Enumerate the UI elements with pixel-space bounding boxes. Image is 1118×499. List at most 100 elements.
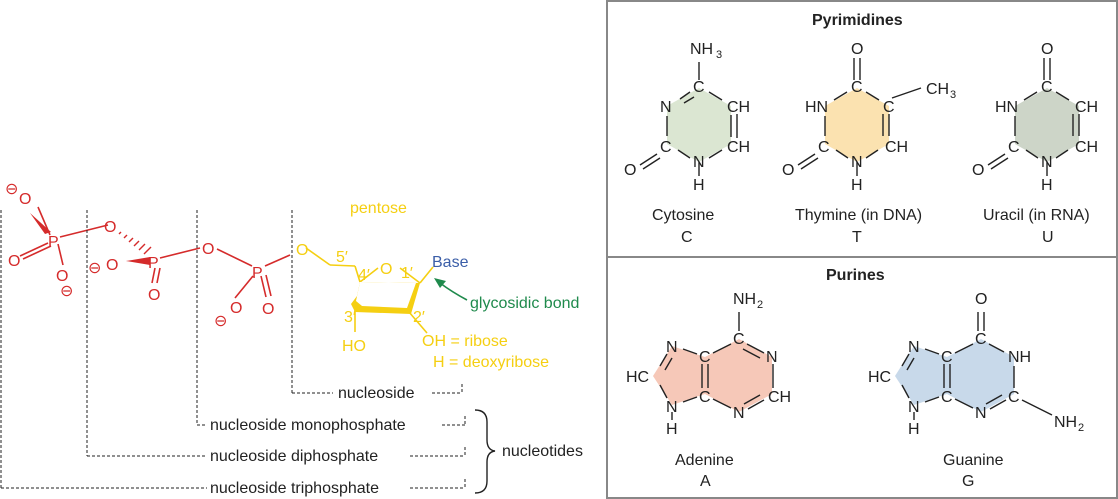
adenine-n7: N	[666, 339, 678, 356]
adenine-n3: N	[733, 405, 745, 422]
nucleoside-diphosphate-label: nucleoside diphosphate	[210, 448, 378, 465]
glycosidic-bond-label: glycosidic bond	[470, 295, 579, 312]
adenine-c6: C	[733, 331, 745, 348]
nucleotides-brace	[474, 409, 496, 494]
cytosine-structure: NH 3 C N CH CH C O N H Cytosine C	[624, 41, 750, 246]
thymine-ring-fill	[825, 88, 889, 162]
phosphorus-3: P	[252, 265, 263, 282]
carbon-3-prime: 3′	[344, 309, 356, 326]
carbon-5-prime: 5′	[336, 249, 348, 266]
phosphate-chain: ⊖ O P O O ⊖ O ⊖ O P O O P O ⊖ O	[5, 181, 291, 330]
base-label: Base	[432, 254, 469, 271]
adenine-letter: A	[700, 473, 711, 490]
guanine-n9: N	[908, 399, 920, 416]
oxygen-1: O	[19, 191, 31, 208]
carbon-4-prime: 4′	[358, 267, 370, 284]
cytosine-letter: C	[681, 229, 693, 246]
pyrimidines-title: Pyrimidines	[812, 12, 903, 29]
thymine-c6: CH	[885, 139, 908, 156]
uracil-n1: N	[1041, 154, 1053, 171]
cytosine-amine-sub: 3	[716, 49, 722, 61]
thymine-c5: C	[883, 99, 895, 116]
guanine-o6: O	[975, 291, 987, 308]
guanine-c8: HC	[868, 369, 891, 386]
guanine-c2: C	[1008, 389, 1020, 406]
cytosine-n1: N	[693, 154, 705, 171]
nucleoside-monophosphate-label: nucleoside monophosphate	[210, 417, 406, 434]
uracil-c5: CH	[1075, 99, 1098, 116]
guanine-c6: C	[975, 331, 987, 348]
adenine-h: H	[666, 421, 678, 438]
adenine-pyrimidine-fill	[705, 339, 772, 412]
oxygen-4: O	[104, 219, 116, 236]
guanine-n1: NH	[1008, 349, 1031, 366]
oxygen-3: O	[56, 268, 68, 285]
cytosine-c4: C	[693, 79, 705, 96]
uracil-o2: O	[972, 162, 984, 179]
carbon-2-prime: 2′	[413, 309, 425, 326]
uracil-ring-fill	[1015, 88, 1079, 162]
cytosine-n3: N	[660, 99, 672, 116]
cytosine-c2: C	[660, 139, 672, 156]
adenine-c5: C	[699, 349, 711, 366]
thymine-name: Thymine (in DNA)	[795, 207, 922, 224]
cytosine-c5: CH	[727, 99, 750, 116]
uracil-n3: HN	[995, 99, 1018, 116]
thymine-methyl-sub: 3	[950, 89, 956, 101]
oxygen-2: O	[8, 253, 20, 270]
adenine-amine-sub: 2	[757, 299, 763, 311]
adenine-n9: N	[666, 399, 678, 416]
adenine-c8: HC	[626, 369, 649, 386]
guanine-c4: C	[941, 389, 953, 406]
uracil-c4: C	[1041, 79, 1053, 96]
guanine-pyrimidine-fill	[947, 339, 1014, 412]
oxygen-7: O	[202, 241, 214, 258]
thymine-methyl: CH	[926, 81, 949, 98]
uracil-o4: O	[1041, 41, 1053, 58]
oxygen-6: O	[148, 287, 160, 304]
phosphorus-2: P	[148, 255, 159, 272]
nucleoside-triphosphate-label: nucleoside triphosphate	[210, 480, 379, 497]
cytosine-amine: NH	[690, 41, 713, 58]
thymine-letter: T	[852, 229, 862, 246]
pentose-sugar: pentose O 5′ O 4′ 1′ 3′ 2′ HO OH = ribos…	[296, 200, 579, 371]
thymine-c4: C	[851, 79, 863, 96]
uracil-c6: CH	[1075, 139, 1098, 156]
minus-charge-1: ⊖	[5, 181, 18, 198]
cytosine-o2: O	[624, 162, 636, 179]
cytosine-c6: CH	[727, 139, 750, 156]
uracil-letter: U	[1042, 229, 1054, 246]
guanine-structure: O C NH C NH 2 N C C N HC N H Guanine G	[868, 291, 1084, 490]
purines-title: Purines	[826, 267, 885, 284]
guanine-c5: C	[941, 349, 953, 366]
uracil-h: H	[1041, 177, 1053, 194]
uracil-name: Uracil (in RNA)	[983, 207, 1090, 224]
cytosine-name: Cytosine	[652, 207, 714, 224]
hydroxyl-3-label: HO	[342, 338, 366, 355]
pentose-label: pentose	[350, 200, 407, 217]
thymine-n1: N	[851, 154, 863, 171]
cytosine-h: H	[693, 177, 705, 194]
thymine-structure: O C HN C CH 3 CH C O N H Thymine (in DNA…	[782, 41, 956, 246]
cytosine-ring-fill	[667, 88, 731, 162]
adenine-n1: N	[766, 349, 778, 366]
thymine-c2: C	[818, 139, 830, 156]
oxygen-5: O	[106, 257, 118, 274]
guanine-name: Guanine	[943, 452, 1004, 469]
adenine-imidazole-fill	[653, 346, 705, 405]
uracil-structure: O C HN CH CH C O N H Uracil (in RNA) U	[972, 41, 1098, 246]
classification-brackets	[0, 210, 466, 489]
guanine-amine: NH	[1054, 414, 1077, 431]
uracil-c2: C	[1008, 139, 1020, 156]
ribose-label: OH = ribose	[422, 333, 508, 350]
guanine-n3: N	[975, 405, 987, 422]
thymine-n3: HN	[805, 99, 828, 116]
guanine-imidazole-fill	[895, 346, 947, 405]
adenine-c2: CH	[768, 389, 791, 406]
minus-charge-3: ⊖	[88, 260, 101, 277]
adenine-structure: NH 2 C N CH N C C N HC N H Adenine A	[626, 291, 791, 490]
deoxyribose-label: H = deoxyribose	[433, 354, 549, 371]
purines-panel	[606, 256, 1118, 499]
nucleoside-label: nucleoside	[338, 385, 415, 402]
